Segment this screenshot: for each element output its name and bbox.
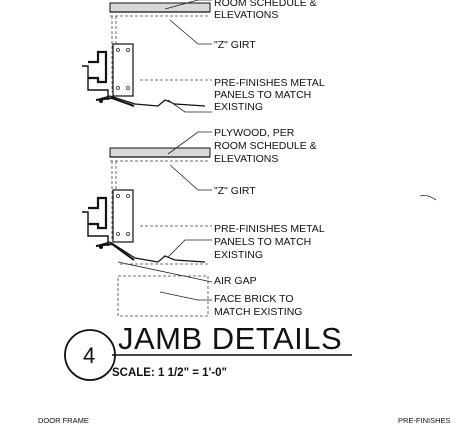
detail-title: JAMB DETAILS (118, 321, 342, 356)
lower-brick-note-line2: MATCH EXISTING (214, 306, 302, 318)
lower-plywood-note-line1: PLYWOOD, PER (214, 127, 295, 139)
upper-jamb-detail (82, 2, 211, 107)
lower-air-gap-note: AIR GAP (214, 275, 257, 287)
lower-leaders (117, 131, 213, 301)
lower-panels-note-line3: EXISTING (214, 249, 263, 261)
lower-notes: PLYWOOD, PER ROOM SCHEDULE & ELEVATIONS … (214, 127, 325, 318)
upper-plywood-note-line1: ROOM SCHEDULE & (214, 0, 317, 9)
title-block: 4 JAMB DETAILS SCALE: 1 1/2" = 1'-0" (64, 321, 352, 381)
lower-panels-note-line1: PRE-FINISHES METAL (214, 223, 325, 235)
upper-notes: ROOM SCHEDULE & ELEVATIONS "Z" GIRT PRE-… (214, 0, 325, 113)
upper-leaders (140, 0, 212, 113)
bottom-right-cutoff-label: PRE-FINISHES (398, 416, 451, 424)
upper-panels-note-line1: PRE-FINISHES METAL (214, 77, 325, 89)
lower-panels-note-line2: PANELS TO MATCH (214, 236, 311, 248)
bottom-left-cutoff-label: DOOR FRAME (38, 416, 89, 424)
lower-z-girt-note: "Z" GIRT (214, 185, 256, 197)
upper-plywood-note-line2: ELEVATIONS (214, 9, 278, 21)
lower-jamb-detail (82, 147, 211, 317)
stray-mark (419, 195, 437, 201)
lower-brick-note-line1: FACE BRICK TO (214, 293, 294, 305)
upper-z-girt-note: "Z" GIRT (214, 39, 256, 51)
detail-number: 4 (83, 343, 95, 368)
detail-scale: SCALE: 1 1/2" = 1'-0" (112, 367, 227, 379)
lower-plywood-note-line3: ELEVATIONS (214, 153, 278, 165)
upper-panels-note-line3: EXISTING (214, 101, 263, 113)
lower-plywood-note-line2: ROOM SCHEDULE & (214, 140, 317, 152)
upper-panels-note-line2: PANELS TO MATCH (214, 89, 311, 101)
